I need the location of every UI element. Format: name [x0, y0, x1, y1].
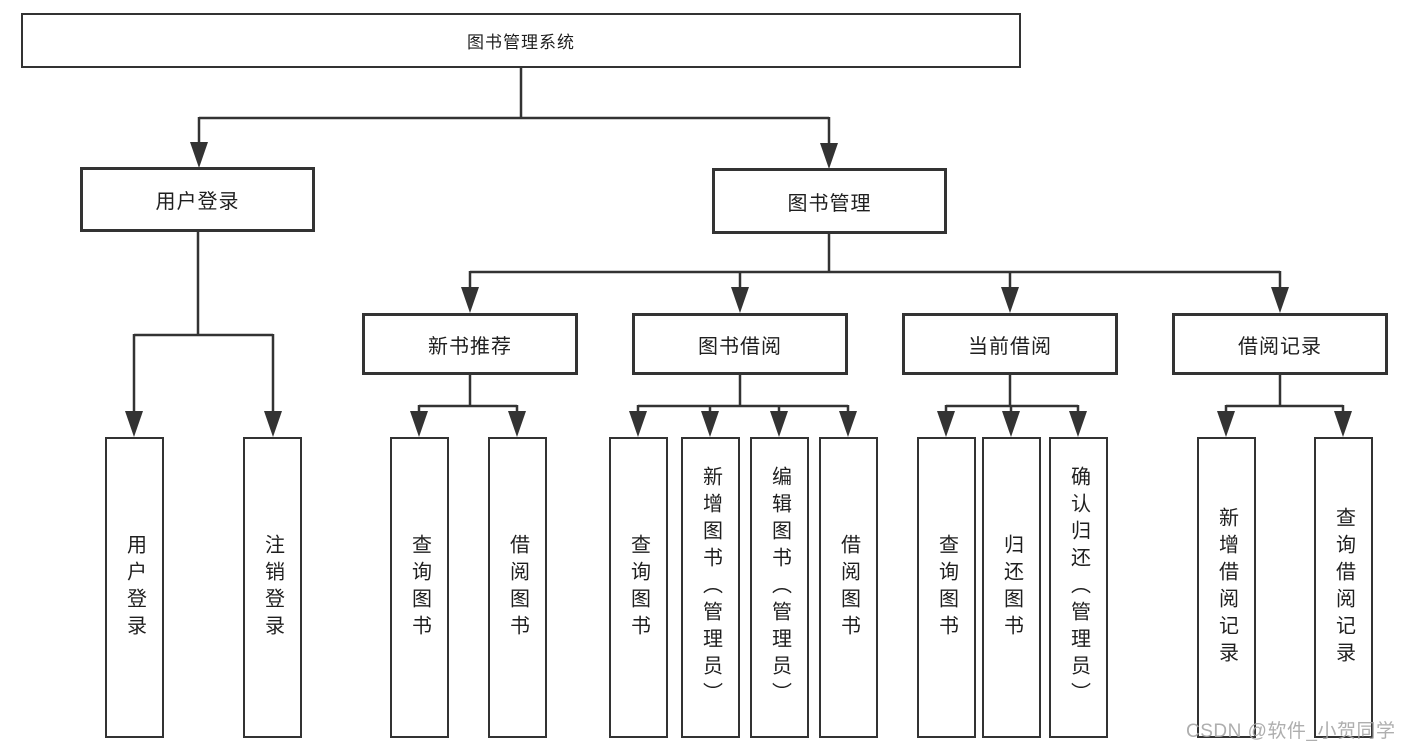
leaf-user-login: 用户登录	[105, 437, 164, 738]
leaf-query-books-2: 查询图书	[609, 437, 668, 738]
leaf-borrow-books-1: 借阅图书	[488, 437, 547, 738]
node-book-borrow: 图书借阅	[632, 313, 848, 375]
node-user-login-module: 用户登录	[80, 167, 315, 232]
node-root-system: 图书管理系统	[21, 13, 1021, 68]
csdn-watermark: CSDN @软件_小贺同学	[1186, 721, 1396, 742]
leaf-confirm-return-admin: 确认归还（管理员）	[1049, 437, 1108, 738]
node-book-management-module: 图书管理	[712, 168, 947, 234]
leaf-logout: 注销登录	[243, 437, 302, 738]
leaf-edit-books-admin: 编辑图书（管理员）	[750, 437, 809, 738]
node-new-book-recommend: 新书推荐	[362, 313, 578, 375]
leaf-return-books: 归还图书	[982, 437, 1041, 738]
leaf-borrow-books-2: 借阅图书	[819, 437, 878, 738]
leaf-query-books-1: 查询图书	[390, 437, 449, 738]
leaf-add-borrow-record: 新增借阅记录	[1197, 437, 1256, 738]
node-current-borrow: 当前借阅	[902, 313, 1118, 375]
arrowheads	[125, 142, 1352, 437]
leaf-add-books-admin: 新增图书（管理员）	[681, 437, 740, 738]
node-borrow-records: 借阅记录	[1172, 313, 1388, 375]
leaf-query-borrow-record: 查询借阅记录	[1314, 437, 1373, 738]
leaf-query-books-3: 查询图书	[917, 437, 976, 738]
